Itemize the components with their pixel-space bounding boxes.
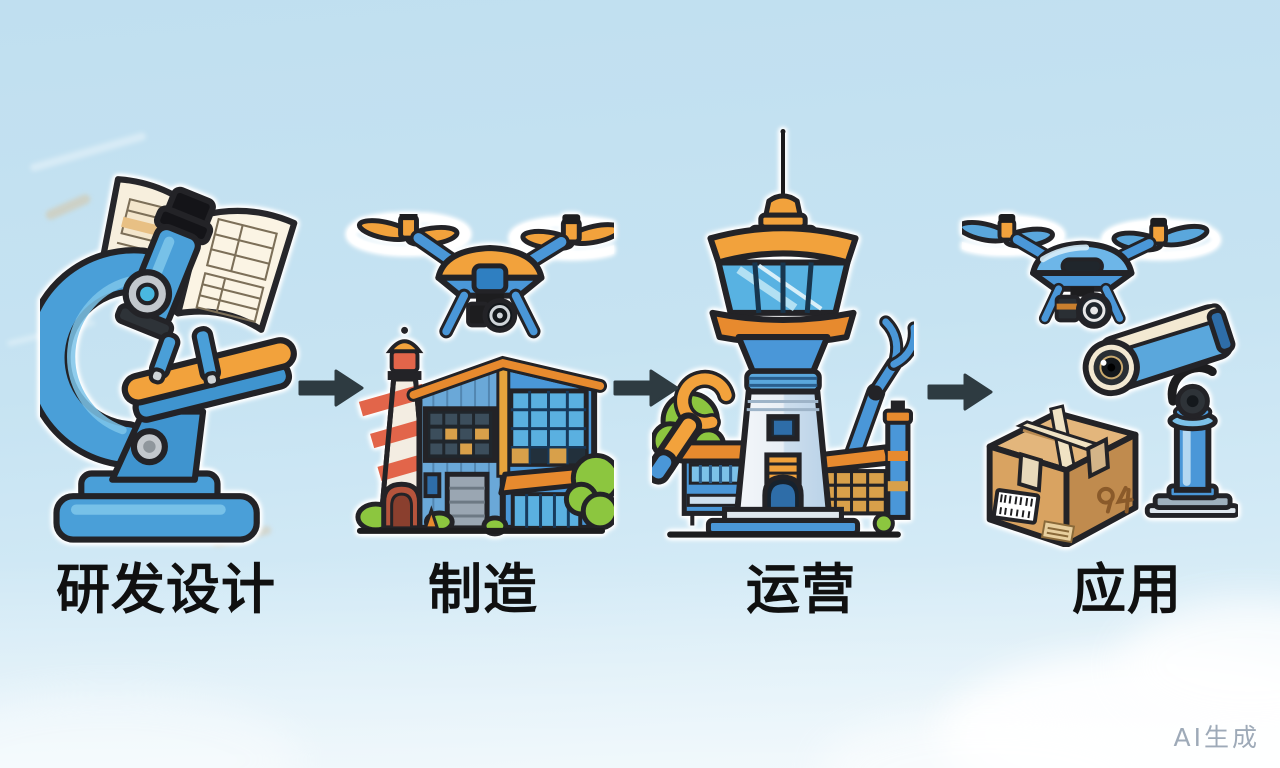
flow-arrow-2: [612, 366, 680, 414]
shipping-box-icon: [986, 404, 1139, 548]
sky-streak: [29, 131, 147, 173]
right-arrow-icon: [298, 369, 364, 407]
stage-figure-application: [946, 212, 1241, 548]
stage-figure-rd-design: [23, 170, 298, 552]
quadcopter-drone-icon: [946, 213, 1220, 329]
quadcopter-drone-icon: [346, 210, 633, 339]
surveillance-camera-icon: [1082, 303, 1241, 518]
control-tower-icon: [705, 128, 861, 537]
barcode-label: [991, 488, 1041, 525]
stamp-label: [1040, 520, 1076, 544]
ai-generated-watermark: AI生成: [1173, 723, 1260, 752]
microscope-icon: [23, 186, 297, 543]
box-markings: [1097, 485, 1134, 514]
stage-figure-operation: [644, 118, 921, 542]
flow-arrow-1: [297, 366, 365, 414]
wrench-icon: [644, 369, 736, 485]
stage-figure-manufacturing: [346, 210, 633, 542]
arch-structure-icon: [381, 481, 440, 531]
flow-arrow-3: [926, 370, 994, 418]
right-arrow-icon: [613, 369, 679, 407]
stage-label-rd-design: 研发设计: [56, 558, 276, 621]
objective-lenses: [148, 326, 222, 388]
stage-label-operation: 运营: [746, 558, 856, 621]
right-arrow-icon: [927, 373, 993, 411]
stage-label-manufacturing: 制造: [428, 558, 538, 621]
signal-post-icon: [872, 400, 913, 535]
stage-label-application: 应用: [1072, 558, 1182, 621]
